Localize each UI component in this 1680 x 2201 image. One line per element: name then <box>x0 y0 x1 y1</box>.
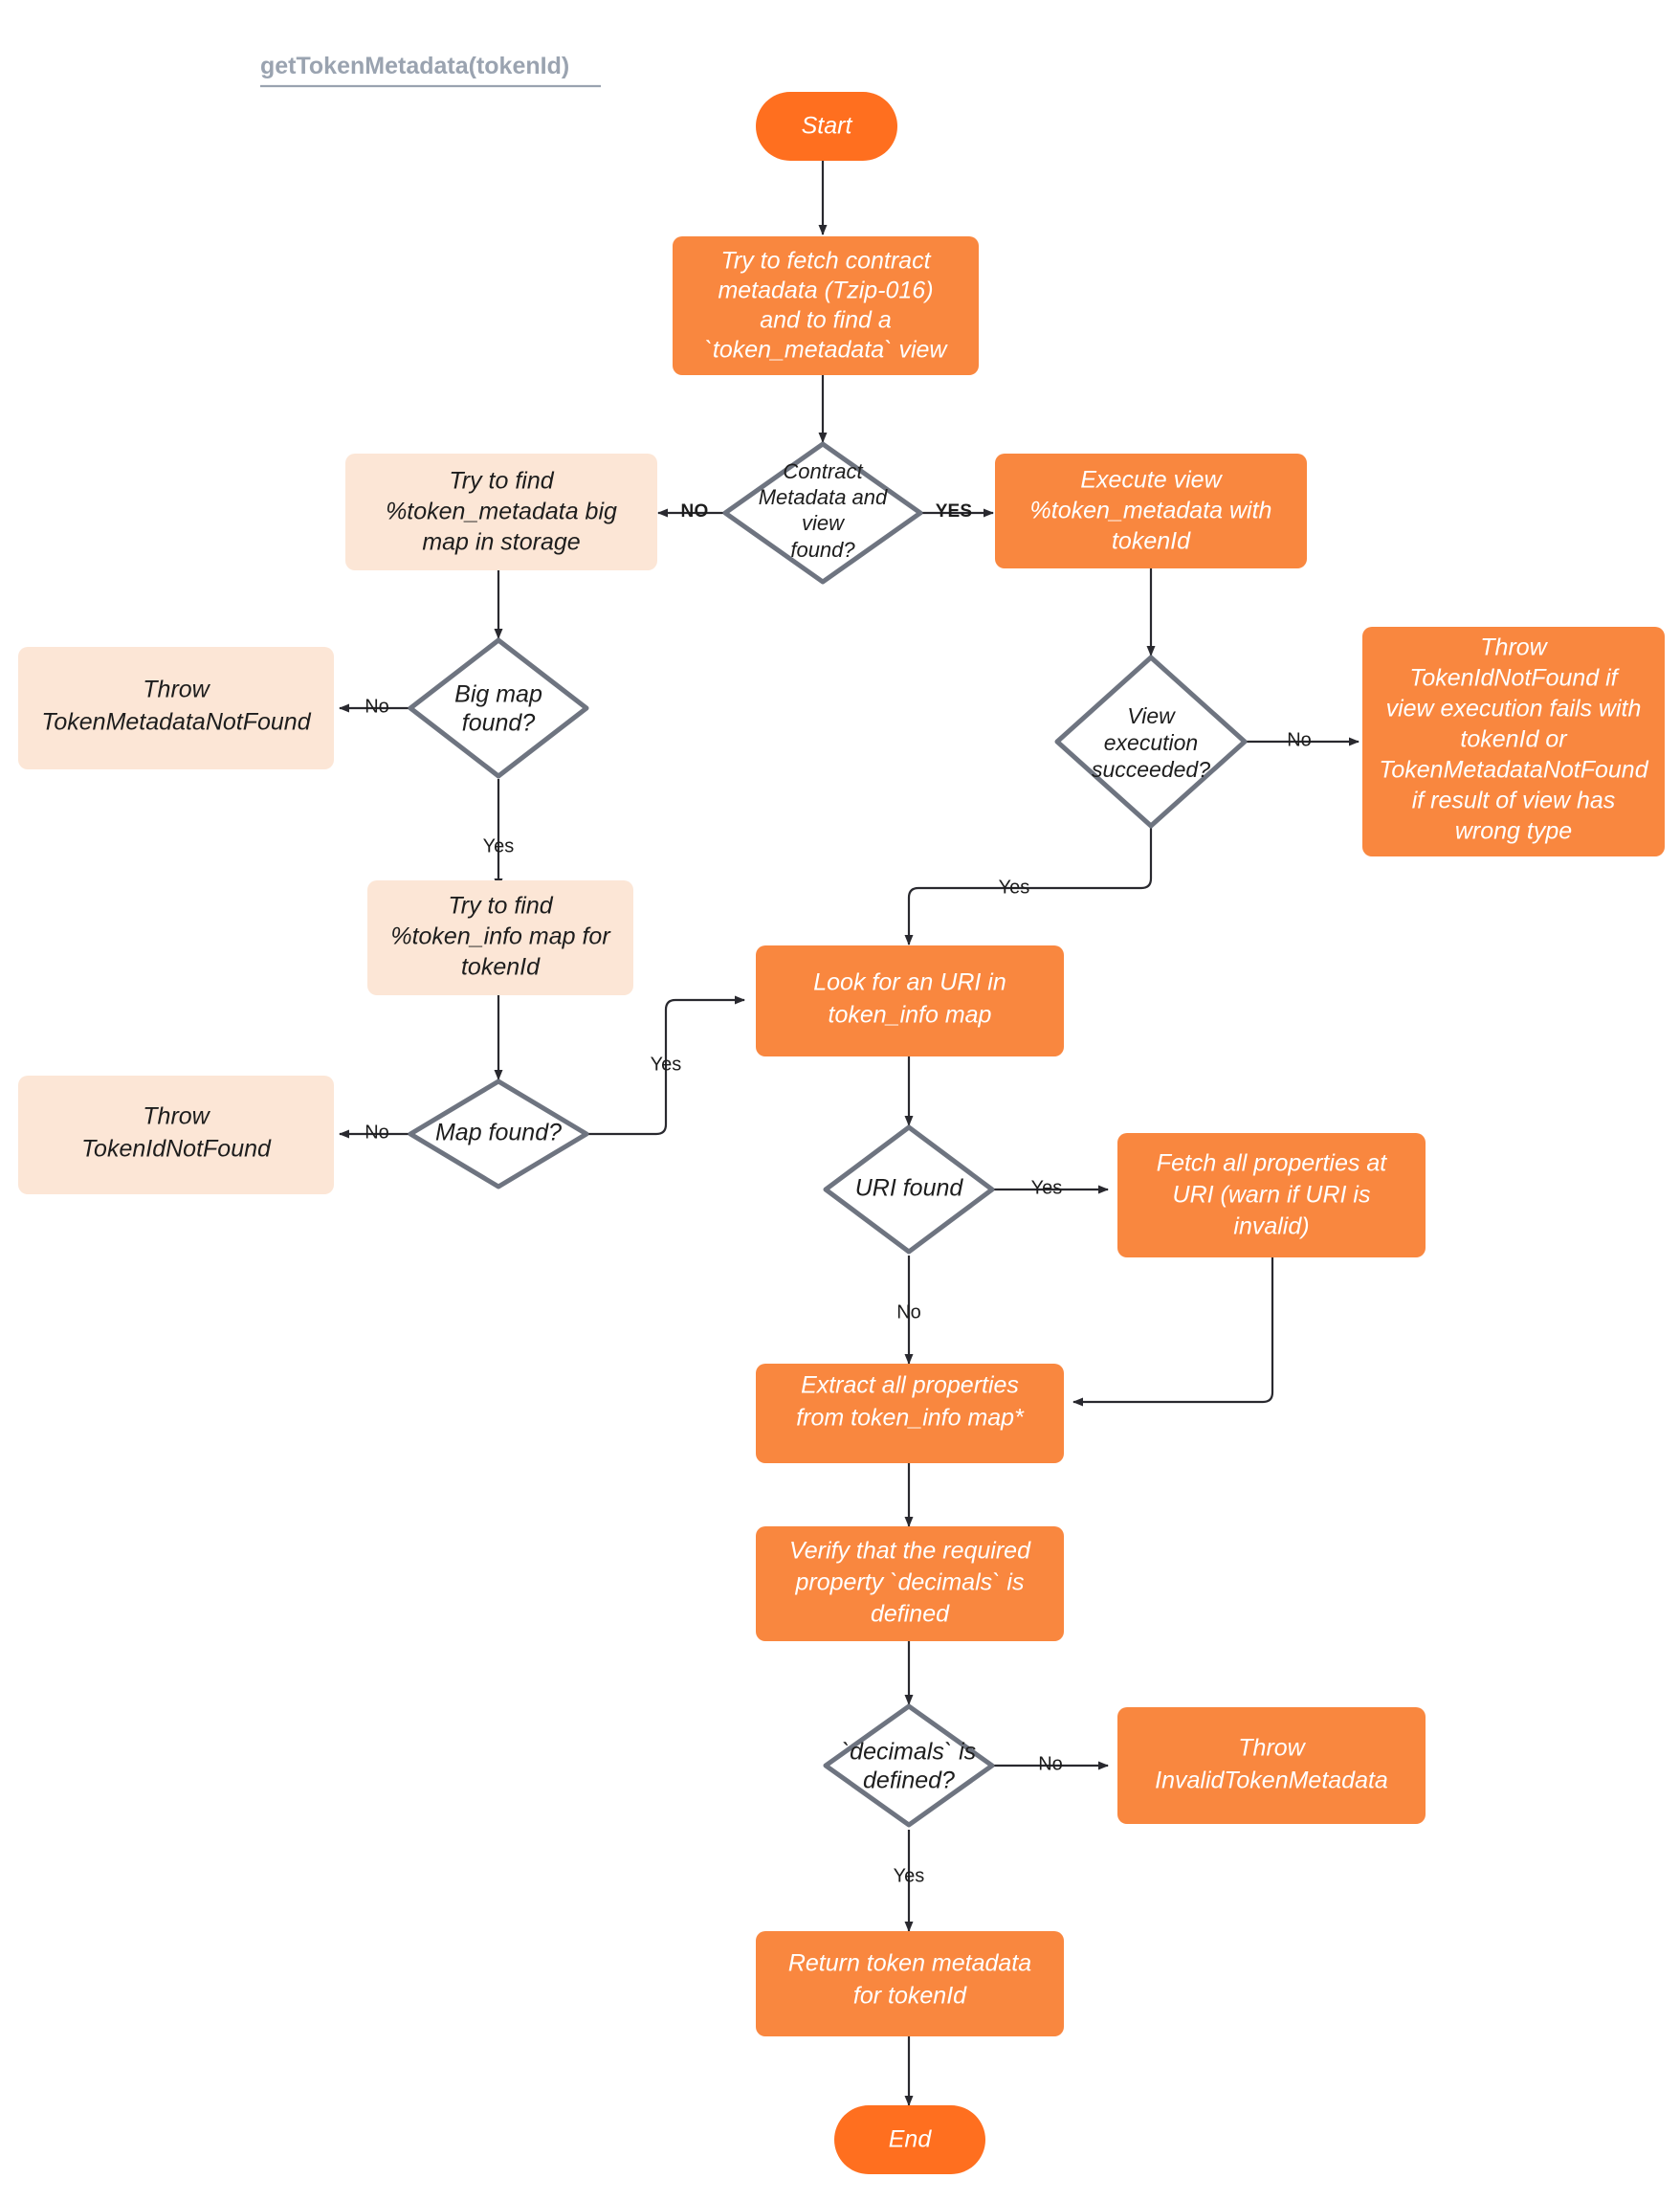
node-execute-view-line-3: tokenId <box>1112 528 1191 555</box>
node-throw-tinf-line-1: Throw <box>143 1103 210 1130</box>
edges-layer <box>339 161 1359 2106</box>
edge-label-uri-no: No <box>896 1301 921 1323</box>
node-decimals-decision-line-1: `decimals` is <box>842 1739 976 1766</box>
edge-label-map-no: No <box>365 1122 389 1143</box>
node-view-decision-line-3: succeeded? <box>1092 757 1210 782</box>
node-start[interactable]: Start <box>756 92 897 161</box>
edge-label-view-yes: Yes <box>999 877 1030 898</box>
node-fetch-properties-at-uri[interactable]: Fetch all properties at URI (warn if URI… <box>1117 1133 1426 1257</box>
node-uri-found-decision[interactable]: URI found <box>823 1124 995 1255</box>
node-throw-token-metadata-not-found[interactable]: Throw TokenMetadataNotFound <box>18 647 334 769</box>
node-find-bigmap-line-3: map in storage <box>422 529 580 556</box>
edge-label-uri-yes: Yes <box>1031 1177 1063 1198</box>
node-return-line-2: for tokenId <box>853 1983 967 2010</box>
edge-labels-layer: NO YES No Yes No Yes No Yes Yes No No Ye… <box>365 501 1312 1886</box>
page-title: getTokenMetadata(tokenId) <box>260 53 569 79</box>
node-fetch-uri-line-2: URI (warn if URI is <box>1173 1182 1371 1209</box>
node-contract-decision-line-4: found? <box>790 538 855 562</box>
node-contract-metadata-found-decision[interactable]: Contract Metadata and view found? <box>722 441 923 585</box>
node-throw-view-line-5: TokenMetadataNotFound <box>1379 757 1648 784</box>
node-find-token-info-line-2: %token_info map for <box>390 923 611 950</box>
node-contract-decision-line-3: view <box>802 511 846 535</box>
node-execute-view[interactable]: Execute view %token_metadata with tokenI… <box>995 454 1307 568</box>
edge-label-bigmap-yes: Yes <box>483 835 515 856</box>
edge-view-yes <box>904 828 1153 945</box>
node-return-token-metadata[interactable]: Return token metadata for tokenId <box>756 1931 1064 2036</box>
node-look-uri-line-2: token_info map <box>829 1002 992 1029</box>
node-contract-decision-line-2: Metadata and <box>759 485 888 509</box>
node-verify-line-2: property `decimals` is <box>795 1569 1025 1596</box>
edge-label-contract-yes: YES <box>936 501 973 522</box>
node-start-label: Start <box>802 113 853 140</box>
node-fetch-line-3: and to find a <box>760 307 892 334</box>
node-decimals-decision-line-2: defined? <box>863 1767 955 1794</box>
node-fetch-uri-line-1: Fetch all properties at <box>1157 1150 1387 1177</box>
edge-label-decimals-no: No <box>1038 1753 1063 1774</box>
node-decimals-defined-decision[interactable]: `decimals` is defined? <box>823 1703 995 1828</box>
node-find-token-info-line-3: tokenId <box>461 954 541 981</box>
node-fetch-line-4: `token_metadata` view <box>705 337 949 364</box>
edge-label-decimals-yes: Yes <box>894 1865 925 1886</box>
node-throw-tmnf-line-2: TokenMetadataNotFound <box>41 709 311 736</box>
node-look-for-uri[interactable]: Look for an URI in token_info map <box>756 945 1064 1056</box>
node-throw-invalid-line-1: Throw <box>1238 1735 1306 1762</box>
node-find-token-info-line-1: Try to find <box>448 893 553 920</box>
node-return-line-1: Return token metadata <box>788 1950 1031 1977</box>
node-end[interactable]: End <box>834 2105 985 2174</box>
node-throw-invalid-line-2: InvalidTokenMetadata <box>1155 1767 1388 1794</box>
node-throw-view-line-3: view execution fails with <box>1386 696 1642 723</box>
node-contract-decision-line-1: Contract <box>783 459 863 483</box>
node-uri-decision-line-1: URI found <box>855 1175 964 1202</box>
edge-fetchuri-to-extract <box>1072 1256 1274 1407</box>
node-find-bigmap-line-2: %token_metadata big <box>386 499 617 525</box>
edge-label-view-no: No <box>1287 729 1312 750</box>
node-map-found-decision[interactable]: Map found? <box>408 1078 589 1189</box>
node-find-token-info-map[interactable]: Try to find %token_info map for tokenId <box>367 880 633 995</box>
node-throw-tinf-line-2: TokenIdNotFound <box>81 1136 272 1163</box>
node-fetch-line-2: metadata (Tzip-016) <box>718 278 933 304</box>
node-extract-line-2: from token_info map* <box>796 1405 1025 1432</box>
node-bigmap-decision-line-2: found? <box>462 710 536 737</box>
node-fetch-contract-metadata[interactable]: Try to fetch contract metadata (Tzip-016… <box>673 236 979 375</box>
node-fetch-uri-line-3: invalid) <box>1233 1213 1309 1240</box>
node-bigmap-decision-line-1: Big map <box>454 681 542 708</box>
node-execute-view-line-2: %token_metadata with <box>1030 498 1272 524</box>
node-view-decision-line-2: execution <box>1104 730 1198 755</box>
node-execute-view-line-1: Execute view <box>1080 467 1223 494</box>
node-throw-view-line-4: tokenId or <box>1460 726 1568 753</box>
edge-label-bigmap-no: No <box>365 696 389 717</box>
node-throw-tmnf-line-1: Throw <box>143 677 210 703</box>
node-extract-line-1: Extract all properties <box>801 1372 1019 1399</box>
node-verify-line-3: defined <box>871 1601 950 1628</box>
node-throw-token-id-not-found[interactable]: Throw TokenIdNotFound <box>18 1076 334 1194</box>
node-look-uri-line-1: Look for an URI in <box>813 969 1006 996</box>
node-view-decision-line-1: View <box>1127 703 1176 728</box>
node-throw-invalid-token-metadata[interactable]: Throw InvalidTokenMetadata <box>1117 1707 1426 1824</box>
edge-label-contract-no: NO <box>681 501 709 522</box>
node-throw-view-failure[interactable]: Throw TokenIdNotFound if view execution … <box>1362 627 1665 856</box>
node-map-decision-line-1: Map found? <box>435 1120 562 1146</box>
node-find-token-metadata-bigmap[interactable]: Try to find %token_metadata big map in s… <box>345 454 657 570</box>
node-end-label: End <box>889 2126 933 2153</box>
node-extract-properties[interactable]: Extract all properties from token_info m… <box>756 1364 1064 1463</box>
node-verify-line-1: Verify that the required <box>789 1538 1031 1565</box>
node-find-bigmap-line-1: Try to find <box>449 468 554 495</box>
diagram-title: getTokenMetadata(tokenId) <box>260 53 601 88</box>
edge-map-yes <box>586 995 745 1136</box>
node-fetch-line-1: Try to fetch contract <box>720 248 931 275</box>
node-bigmap-found-decision[interactable]: Big map found? <box>408 637 589 779</box>
node-view-execution-succeeded-decision[interactable]: View execution succeeded? <box>1054 655 1248 829</box>
node-throw-view-line-7: wrong type <box>1455 818 1572 845</box>
node-verify-decimals[interactable]: Verify that the required property `decim… <box>756 1526 1064 1641</box>
node-throw-view-line-6: if result of view has <box>1412 788 1616 814</box>
edge-label-map-yes: Yes <box>651 1054 682 1075</box>
node-throw-view-line-1: Throw <box>1480 634 1548 661</box>
node-throw-view-line-2: TokenIdNotFound if <box>1409 665 1620 692</box>
